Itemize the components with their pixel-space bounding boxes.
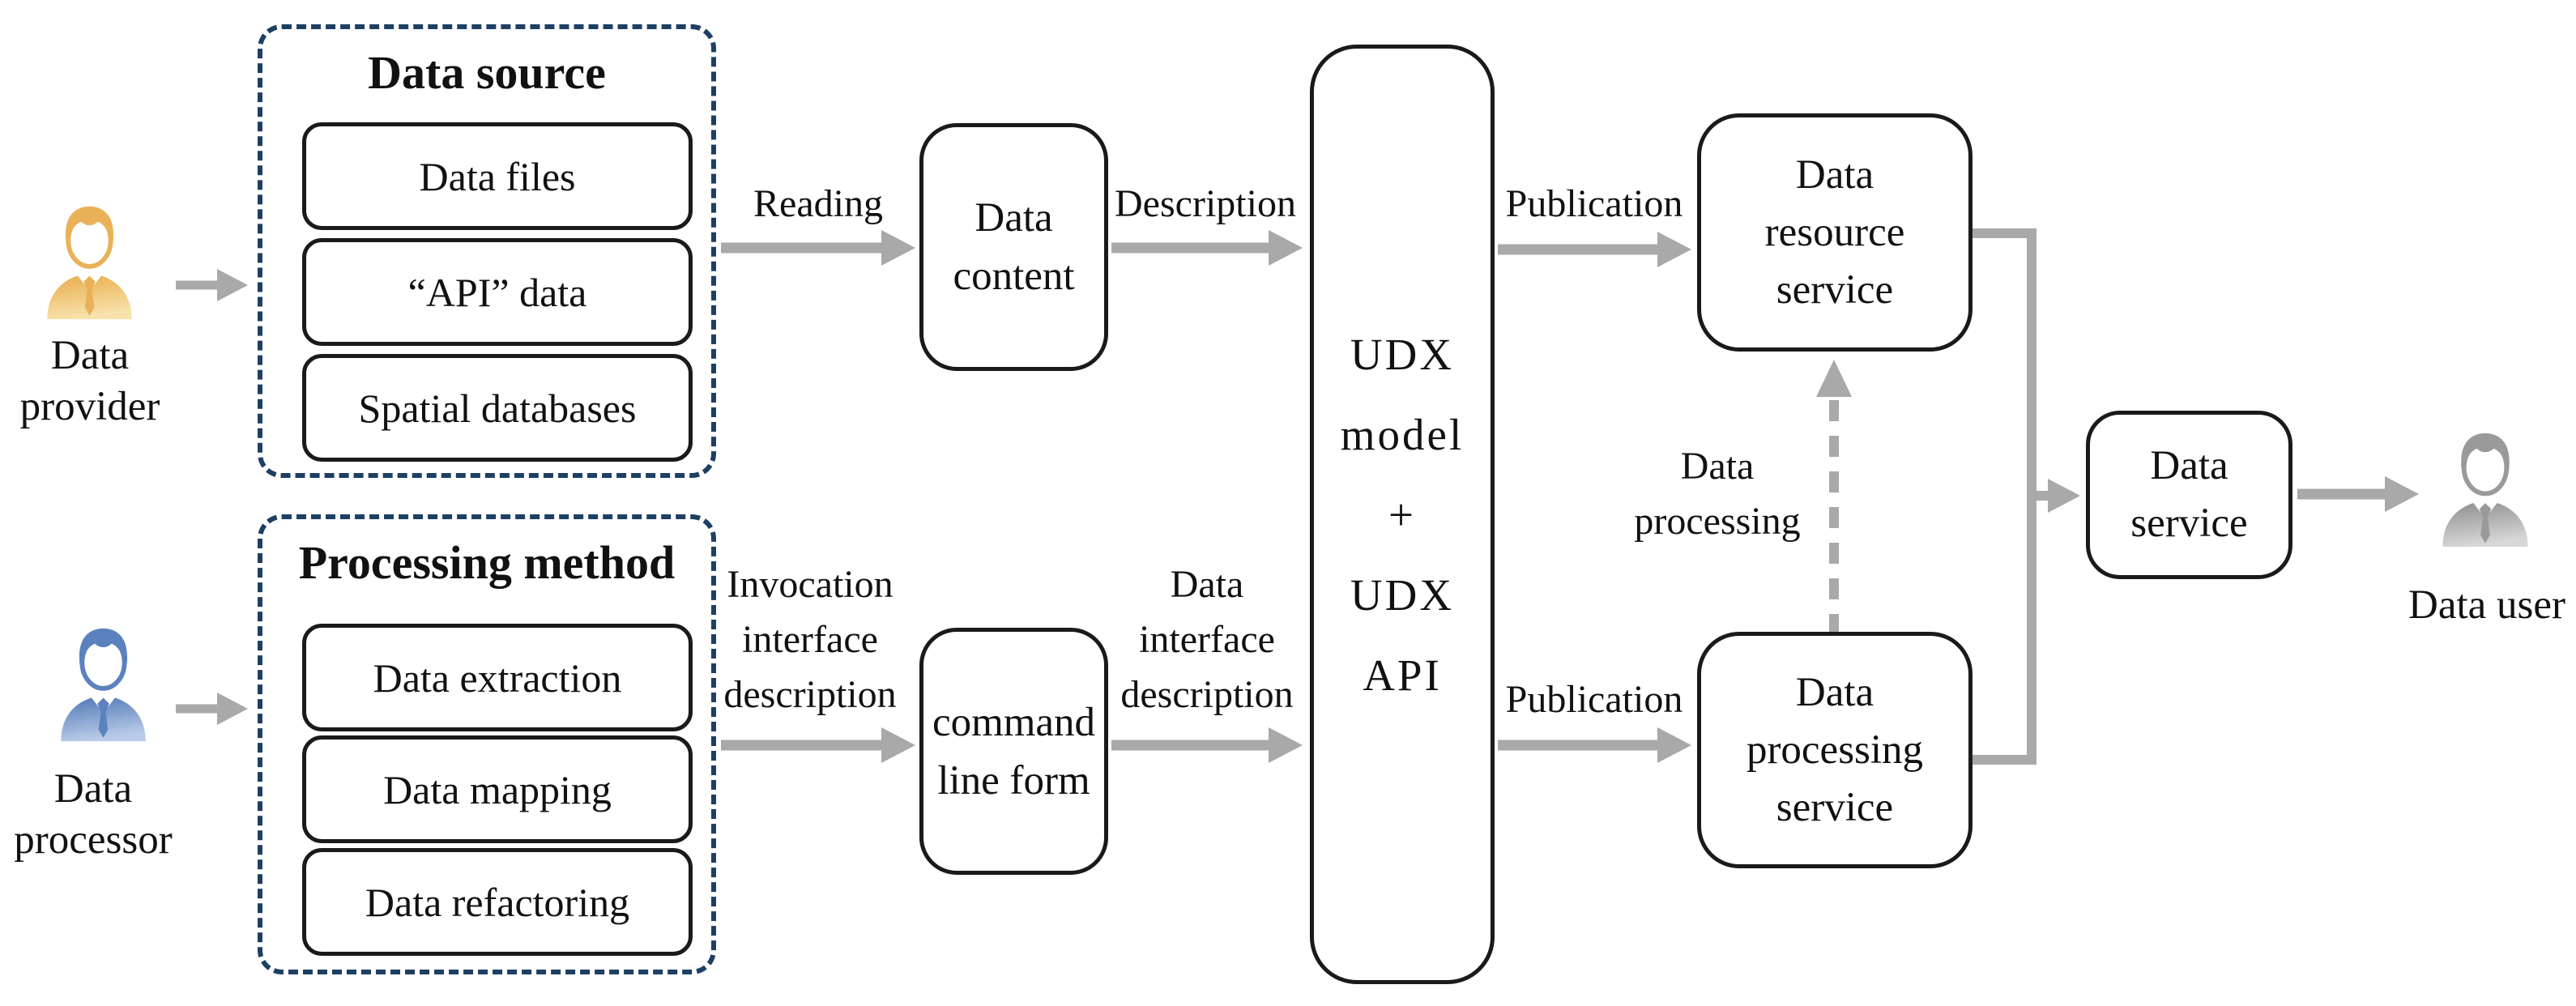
data-interface-arrow	[1111, 727, 1303, 763]
udx-model-api-node: UDX model + UDX API	[1310, 45, 1495, 984]
udx-line4: UDX	[1350, 569, 1455, 620]
edge-label-description-text: Description	[1115, 182, 1296, 225]
data-source-item-files-label: Data files	[419, 153, 576, 199]
publication-top-arrow	[1498, 232, 1691, 267]
data-content-line2: content	[953, 254, 1075, 299]
edge-label-publication-top: Publication	[1473, 177, 1716, 232]
edge-label-data-interface-line1: Data	[1170, 563, 1244, 606]
provider-arrow	[176, 269, 248, 301]
data-provider-label-line2: provider	[19, 384, 160, 429]
edge-label-publication-bottom: Publication	[1473, 672, 1716, 727]
data-processing-dashed-arrow	[1816, 360, 1852, 635]
data-service-node: Data service	[2086, 411, 2292, 579]
edge-label-invocation-line1: Invocation	[727, 563, 893, 606]
service-trunk-connector	[1973, 228, 2080, 765]
data-resource-service-line2: resource	[1764, 209, 1905, 255]
processing-method-item-refactoring: Data refactoring	[302, 848, 693, 956]
processing-method-title: Processing method	[298, 536, 676, 589]
edge-label-data-interface-line2: interface	[1139, 618, 1275, 661]
edge-label-data-interface-line3: description	[1120, 673, 1294, 716]
processing-method-item-mapping-label: Data mapping	[383, 766, 612, 812]
edge-label-data-processing-line2: processing	[1634, 500, 1801, 543]
data-user-label: Data user	[2398, 580, 2576, 631]
command-line-form-node: command line form	[919, 628, 1108, 875]
processing-method-item-mapping: Data mapping	[302, 735, 693, 843]
data-processor-label-line2: processor	[14, 817, 173, 863]
processing-method-group: Processing method Data extraction Data m…	[258, 514, 716, 974]
data-processing-service-line1: Data	[1795, 669, 1874, 715]
data-processor-label: Data processor	[12, 764, 174, 866]
edge-label-invocation-line3: description	[723, 673, 897, 716]
data-provider-icon	[47, 206, 132, 320]
data-content-node: Data content	[919, 123, 1108, 371]
data-user-label-line: Data user	[2408, 582, 2565, 628]
data-content-line1: Data	[975, 195, 1053, 241]
publication-bottom-arrow	[1498, 727, 1691, 763]
data-resource-service-node: Data resource service	[1697, 113, 1973, 352]
edge-label-data-processing: Data processing	[1596, 439, 1839, 549]
command-line-form-line2: line form	[937, 757, 1090, 804]
data-user-icon	[2442, 433, 2528, 548]
edge-label-invocation: Invocation interface description	[689, 557, 932, 723]
processing-method-item-extraction-label: Data extraction	[373, 654, 622, 701]
data-source-item-api: “API” data	[302, 238, 693, 346]
data-resource-service-line1: Data	[1795, 151, 1874, 198]
data-processing-service-node: Data processing service	[1697, 632, 1973, 868]
udx-line2: model	[1340, 409, 1465, 459]
invocation-arrow	[721, 727, 915, 763]
data-source-item-api-label: “API” data	[407, 269, 587, 315]
edge-label-description: Description	[1084, 177, 1327, 232]
data-processing-service-line3: service	[1776, 784, 1894, 830]
data-resource-service-line3: service	[1776, 266, 1894, 313]
data-processing-service-line2: processing	[1746, 727, 1924, 773]
data-source-group: Data source Data files “API” data Spatia…	[258, 24, 716, 478]
command-line-form-line1: command	[932, 699, 1096, 745]
data-provider-label-line1: Data	[50, 333, 130, 378]
data-service-line1: Data	[2150, 443, 2228, 488]
udx-line1: UDX	[1350, 329, 1455, 379]
edge-label-publication-top-text: Publication	[1505, 182, 1683, 225]
data-source-title: Data source	[368, 46, 606, 99]
processing-method-item-refactoring-label: Data refactoring	[365, 879, 630, 925]
udx-line3: +	[1388, 489, 1417, 539]
edge-label-invocation-line2: interface	[742, 618, 878, 661]
data-processor-icon	[61, 628, 146, 742]
data-processor-label-line1: Data	[53, 766, 133, 812]
processor-arrow	[176, 693, 248, 725]
reading-arrow	[721, 230, 915, 266]
data-source-item-spatial: Spatial databases	[302, 354, 693, 462]
data-source-item-spatial-label: Spatial databases	[358, 385, 637, 431]
edge-label-reading-text: Reading	[753, 182, 883, 225]
processing-method-item-extraction: Data extraction	[302, 624, 693, 731]
edge-label-publication-bottom-text: Publication	[1505, 678, 1683, 721]
udx-line5: API	[1363, 650, 1442, 700]
description-arrow	[1111, 230, 1303, 266]
data-service-line2: service	[2130, 501, 2248, 546]
data-service-user-arrow	[2297, 476, 2419, 512]
edge-label-reading: Reading	[697, 177, 940, 232]
edge-label-data-interface: Data interface description	[1085, 557, 1329, 723]
edge-label-data-processing-line1: Data	[1680, 445, 1755, 488]
data-provider-label: Data provider	[9, 330, 171, 433]
data-source-item-files: Data files	[302, 122, 693, 230]
